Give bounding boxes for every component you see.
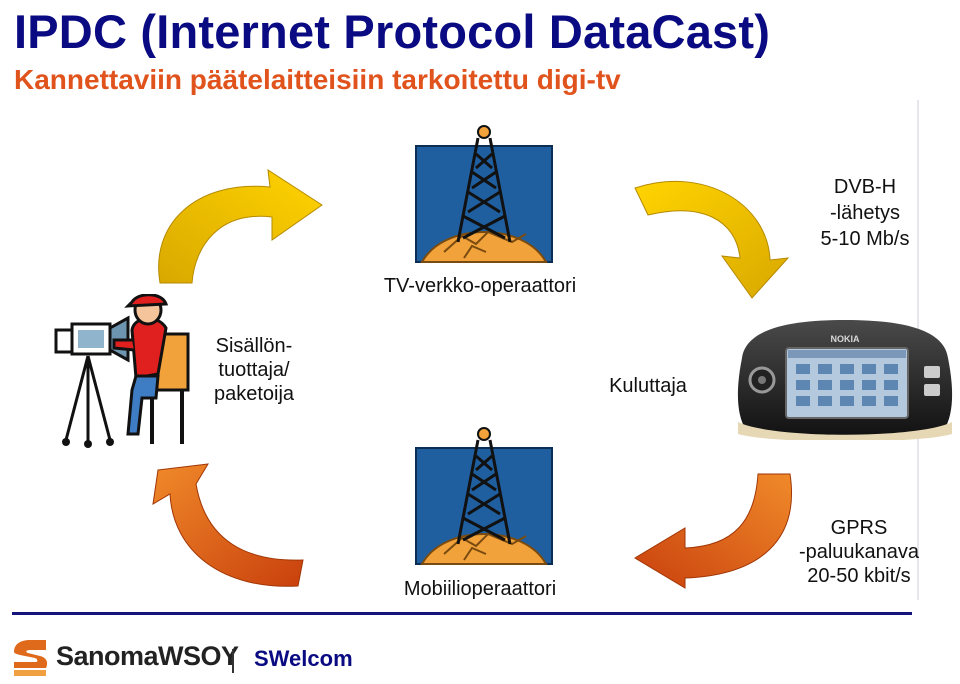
content-producer-line-2: tuottaja/ xyxy=(218,359,290,381)
gprs-label: GPRS -paluukanava 20-50 kbit/s xyxy=(788,516,930,588)
page-subtitle: Kannettaviin päätelaitteisiin tarkoitett… xyxy=(14,64,621,95)
content-producer-line-1: Sisällön- xyxy=(215,335,293,357)
sanomawsoy-logo-icon xyxy=(14,640,48,676)
gprs-line-1: GPRS xyxy=(830,517,888,539)
footer-separator xyxy=(232,649,234,673)
device-brand-text: NOKIA xyxy=(831,334,861,344)
mobile-operator-label: Mobiilioperaattori xyxy=(403,578,557,600)
page-title: IPDC (Internet Protocol DataCast) xyxy=(14,5,771,58)
footer-rule xyxy=(12,612,912,615)
arrow-bottom-right-icon xyxy=(634,473,792,589)
arrow-bottom-left-icon xyxy=(152,463,304,587)
tv-operator-label: TV-verkko-operaattori xyxy=(383,275,577,297)
content-producer-label: Sisällön- tuottaja/ paketoija xyxy=(196,334,312,406)
content-producer-line-3: paketoija xyxy=(213,383,295,405)
cameraman-icon xyxy=(54,294,190,448)
broadcast-tower-icon xyxy=(415,125,553,263)
footer-brand: SanomaWSOY xyxy=(56,641,239,671)
dvbh-line-2: -lähetys xyxy=(829,202,901,224)
dvbh-line-1: DVB-H xyxy=(833,176,897,198)
gprs-line-2: -paluukanava xyxy=(798,541,920,563)
consumer-label: Kuluttaja xyxy=(609,375,687,397)
nokia-device-icon: NOKIA xyxy=(737,320,953,440)
dvbh-label: DVB-H -lähetys 5-10 Mb/s xyxy=(806,174,924,252)
dvbh-line-3: 5-10 Mb/s xyxy=(820,228,910,250)
arrow-top-right-icon xyxy=(634,180,790,299)
arrow-top-left-icon xyxy=(158,169,323,284)
mobile-tower-icon xyxy=(415,427,553,565)
footer-unit: SWelcom xyxy=(254,646,353,671)
gprs-line-3: 20-50 kbit/s xyxy=(807,565,911,587)
